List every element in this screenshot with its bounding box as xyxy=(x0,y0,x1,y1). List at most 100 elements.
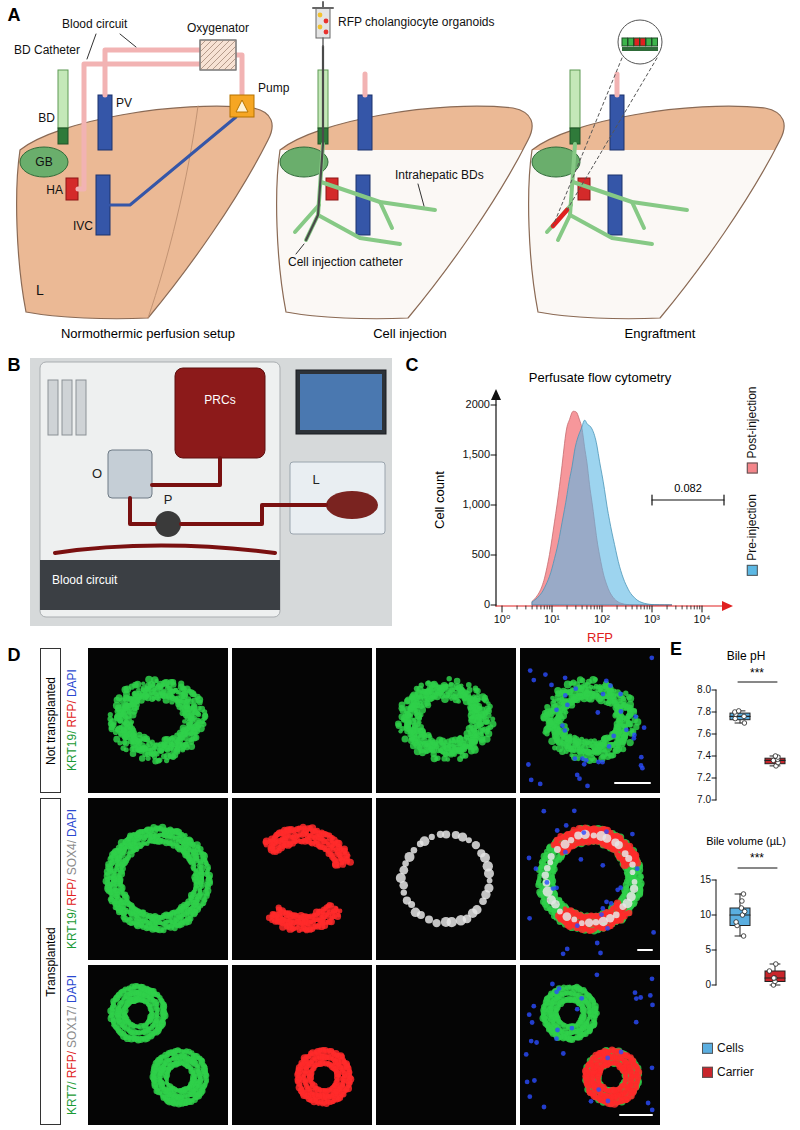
micrograph-tiles-part xyxy=(538,782,543,787)
perfusion-setup-illustration-part xyxy=(98,95,112,150)
perfusion-setup-illustration-part xyxy=(58,128,68,144)
micrograph-tiles-part xyxy=(108,712,113,717)
micrograph-tiles-part xyxy=(399,713,406,720)
micrograph-tiles-part xyxy=(232,648,372,793)
micrograph-tiles-part xyxy=(428,690,433,695)
micrograph-tiles-part xyxy=(141,681,145,685)
engraftment-illustration-part xyxy=(622,47,658,51)
micrograph-tiles-part xyxy=(577,749,581,753)
micrograph-tiles-part xyxy=(139,755,145,761)
micrograph-tiles-part xyxy=(565,703,570,708)
micrograph-tiles-part xyxy=(604,678,609,683)
micrograph-tiles-part xyxy=(185,698,190,703)
micrograph-tiles-part xyxy=(464,691,471,698)
micrograph-tiles-part xyxy=(232,965,372,1125)
micrograph-tiles-part xyxy=(649,655,654,660)
micrograph-tiles-part xyxy=(395,721,402,728)
perfusion-device-photo-part xyxy=(175,368,265,458)
micrograph-tiles-part xyxy=(575,773,580,778)
perfusion-device-photo-part xyxy=(62,380,72,435)
micrograph-tiles-part xyxy=(170,746,177,753)
perfusion-setup-illustration-part xyxy=(105,50,200,95)
perfusion-setup-illustration-part xyxy=(96,175,110,235)
micrograph-tiles-part xyxy=(552,745,557,750)
micrograph-tiles-part xyxy=(115,727,121,733)
cell-injection-illustration-part xyxy=(318,25,323,30)
micrograph-tiles-part xyxy=(468,748,475,755)
micrograph-tiles-part xyxy=(619,709,624,714)
micrograph-tiles-part xyxy=(165,748,170,753)
micrograph-tiles-part xyxy=(173,688,178,693)
micrograph-tiles-part xyxy=(633,714,638,719)
micrograph-tiles-part xyxy=(180,748,185,753)
cell-injection-illustration-part xyxy=(358,95,372,150)
engraftment-illustration-part xyxy=(570,70,580,128)
micrograph-tiles-part xyxy=(607,744,612,749)
micrograph-tiles-part xyxy=(457,756,463,762)
micrograph-tiles-part xyxy=(116,694,123,701)
micrograph-tiles-part xyxy=(618,692,623,697)
micrograph-tiles-part xyxy=(203,716,208,721)
cell-injection-illustration-part xyxy=(324,19,329,24)
micrograph-tiles-part xyxy=(439,749,444,754)
micrograph-tiles-part xyxy=(376,648,516,793)
micrograph-tiles-part xyxy=(585,784,590,789)
micrograph-tiles-part xyxy=(624,716,630,722)
engraftment-illustration-part xyxy=(610,95,624,150)
micrograph-tiles-part xyxy=(171,682,177,688)
perfusion-setup-illustration-part xyxy=(200,40,236,70)
micrograph-tiles-part xyxy=(113,736,120,743)
micrograph-tiles-part xyxy=(121,728,127,734)
micrograph-tiles-part xyxy=(88,965,228,1125)
engraftment-illustration-part xyxy=(628,38,634,46)
micrograph-tiles-part xyxy=(554,707,559,712)
micrograph-tiles-part xyxy=(196,712,201,717)
micrograph-tiles-part xyxy=(207,875,212,880)
micrograph-tiles-part xyxy=(608,683,613,688)
engraftment-illustration xyxy=(522,20,800,330)
cell-injection-illustration-part xyxy=(318,13,323,18)
perfusion-device-photo-part xyxy=(300,374,382,430)
flow-cytometry-histogram-part xyxy=(722,601,733,611)
micrograph-tiles-part xyxy=(482,715,487,720)
micrograph-tiles-part xyxy=(161,753,167,759)
micrograph-tiles-part xyxy=(479,721,484,726)
perfusion-device-photo-part xyxy=(155,511,181,537)
engraftment-illustration-part xyxy=(634,38,640,46)
micrograph-tiles-part xyxy=(552,730,558,736)
perfusion-device-photo-part xyxy=(48,380,58,435)
micrograph-tiles-part xyxy=(632,736,637,741)
perfusion-setup-illustration-part xyxy=(87,34,96,59)
micrograph-tiles-part xyxy=(595,710,600,715)
micrograph-tiles-part xyxy=(529,778,534,783)
micrograph-tiles-part xyxy=(563,675,568,680)
micrograph-tiles-part xyxy=(550,696,555,701)
micrograph-tiles-part xyxy=(560,723,565,728)
micrograph-tiles-part xyxy=(347,859,354,866)
micrograph-tiles-part xyxy=(447,676,452,681)
micrograph-tiles-part xyxy=(137,732,143,738)
micrograph-tiles-part xyxy=(130,740,135,745)
micrograph-tiles-part xyxy=(611,734,616,739)
micrograph-tiles-part xyxy=(549,683,554,688)
perfusion-setup-illustration-part xyxy=(236,55,242,95)
micrograph-tiles-part xyxy=(441,756,447,762)
micrograph-tiles-part xyxy=(413,710,419,716)
micrograph-tiles-part xyxy=(490,717,495,722)
micrograph-tiles-part xyxy=(232,798,372,960)
micrograph-tiles-part xyxy=(137,691,142,696)
engraftment-illustration-part xyxy=(622,38,628,46)
micrograph-tiles-part xyxy=(628,723,633,728)
micrograph-tiles-part xyxy=(479,739,486,746)
micrograph-tiles-part xyxy=(639,763,644,768)
micrograph-tiles-part xyxy=(582,762,587,767)
micrograph-tiles-part xyxy=(569,753,573,757)
micrograph-tiles-part xyxy=(134,681,141,688)
micrograph-tiles-part xyxy=(200,876,205,881)
micrograph-tiles-part xyxy=(563,728,568,733)
engraftment-illustration-part xyxy=(608,175,622,235)
perfusion-setup-illustration-part xyxy=(17,106,272,319)
flow-cytometry-histogram-part xyxy=(532,420,672,605)
perfusion-device-photo-part xyxy=(326,491,378,519)
